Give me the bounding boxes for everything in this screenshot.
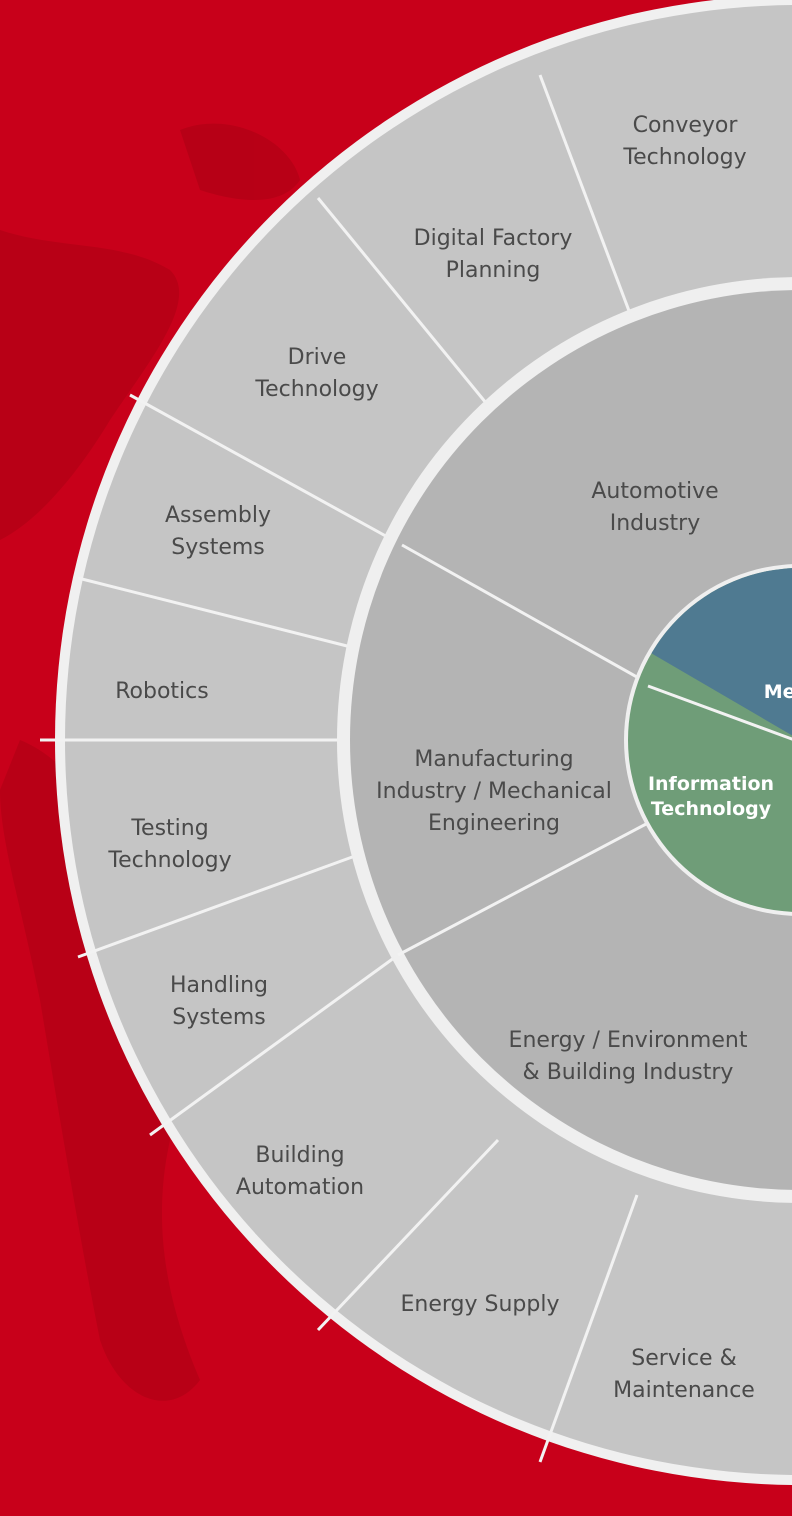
- outer-label-7-line-1: Automation: [236, 1175, 364, 1200]
- outer-label-6-line-0: Handling: [170, 973, 268, 998]
- outer-label-2-line-1: Technology: [254, 377, 378, 402]
- outer-ring-dividers: [40, 74, 642, 1463]
- middle-ring: [350, 290, 792, 1190]
- outer-label-9-line-1: Maintenance: [613, 1378, 755, 1403]
- outer-label-1-line-0: Digital Factory: [414, 226, 573, 251]
- outer-label-1-line-1: Planning: [446, 258, 541, 283]
- middle-label-0-line-1: Industry: [610, 511, 701, 536]
- middle-label-2-line-1: & Building Industry: [523, 1060, 734, 1085]
- core-labels: Mech Information Technology: [648, 681, 792, 820]
- outer-label-7-line-0: Building: [255, 1143, 344, 1168]
- core-label-mechatronics: Mech: [764, 681, 792, 703]
- outer-label-5-line-1: Technology: [107, 848, 231, 873]
- outer-label-3-line-0: Assembly: [165, 503, 271, 528]
- middle-ring-labels: AutomotiveIndustryManufacturingIndustry …: [376, 479, 748, 1085]
- outer-label-9-line-0: Service &: [631, 1346, 736, 1371]
- core-mechatronics-segment: [628, 568, 792, 740]
- middle-label-0-line-0: Automotive: [591, 479, 718, 504]
- outer-label-4-line-0: Robotics: [115, 679, 208, 704]
- middle-label-1-line-2: Engineering: [428, 811, 560, 836]
- outer-label-0-line-1: Technology: [622, 145, 746, 170]
- middle-label-1-line-1: Industry / Mechanical: [376, 779, 612, 804]
- middle-label-1-line-0: Manufacturing: [414, 747, 573, 772]
- core-label-information-line1: Information: [648, 773, 774, 795]
- middle-label-2-line-0: Energy / Environment: [509, 1028, 748, 1053]
- outer-label-5-line-0: Testing: [130, 816, 208, 841]
- middle-ring-dividers: [397, 543, 661, 957]
- outer-label-3-line-1: Systems: [171, 535, 265, 560]
- outer-label-8-line-0: Energy Supply: [401, 1292, 560, 1317]
- core-label-information-line2: Technology: [651, 798, 772, 820]
- outer-label-2-line-0: Drive: [288, 345, 347, 370]
- outer-label-0-line-0: Conveyor: [633, 113, 739, 138]
- core-divider: [647, 684, 792, 741]
- outer-label-6-line-1: Systems: [172, 1005, 266, 1030]
